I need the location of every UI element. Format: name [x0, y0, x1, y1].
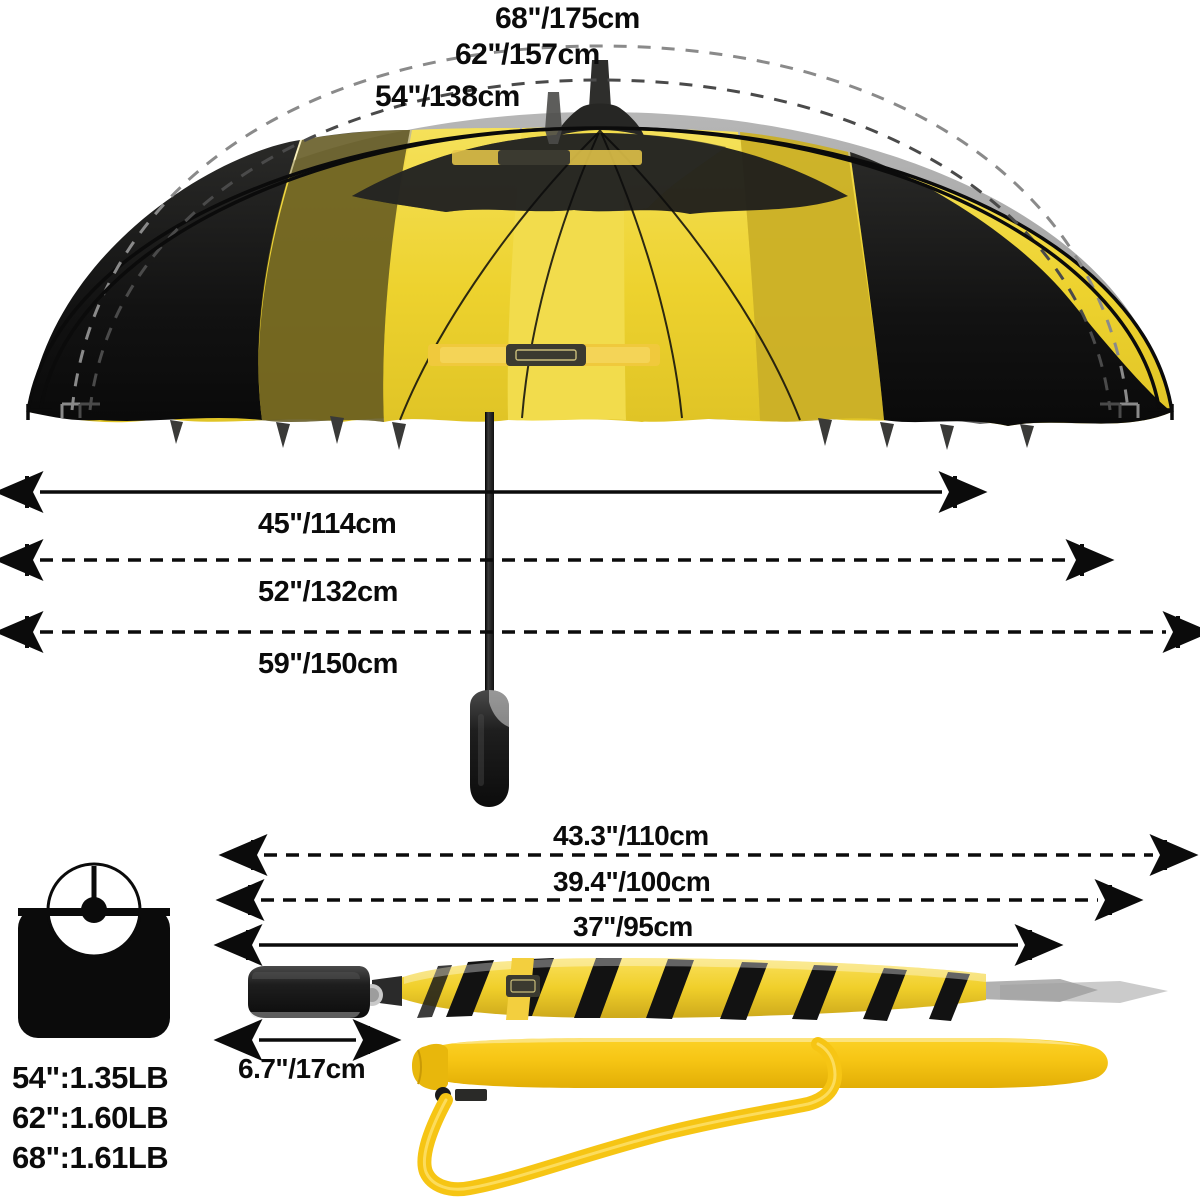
arc-dimension-54: [26, 126, 1174, 420]
arc-dimension-68: [60, 44, 1140, 418]
weight-list: 54":1.35LB 62":1.60LB 68":1.61LB: [12, 1058, 169, 1178]
closed-umbrella: [248, 958, 1168, 1021]
width-dimension-45: [0, 471, 988, 513]
arc-label-54: 54"/138cm: [375, 80, 520, 113]
weight-entry-68: 68":1.61LB: [12, 1140, 169, 1175]
width-label-59: 59"/150cm: [258, 648, 398, 680]
weight-entry-54: 54":1.35LB: [12, 1060, 169, 1095]
rib-tips: [170, 416, 1034, 450]
handle-label: 6.7"/17cm: [238, 1053, 366, 1084]
length-dimension-37: [213, 924, 1064, 966]
arc-label-62: 62"/157cm: [455, 38, 600, 71]
length-label-39: 39.4"/100cm: [553, 866, 711, 897]
canopy-strap-label-main: [428, 344, 660, 366]
arc-label-68: 68"/175cm: [495, 2, 640, 35]
length-label-37: 37"/95cm: [573, 911, 693, 942]
closed-umbrella-strap-label: [506, 958, 540, 1020]
weight-entry-62: 62":1.60LB: [12, 1100, 169, 1135]
arc-dimension-62: [78, 78, 1122, 418]
bathroom-scale-icon: [18, 862, 170, 1038]
width-label-52: 52"/132cm: [258, 576, 398, 608]
open-umbrella-canopy: [26, 60, 1174, 450]
width-label-45: 45"/114cm: [258, 508, 397, 540]
carry-sleeve: [412, 1037, 1108, 1197]
canopy-strap-label-top: [452, 150, 642, 165]
length-label-43: 43.3"/110cm: [553, 820, 709, 851]
width-dimension-59: [0, 611, 1200, 653]
width-dimension-52: [0, 539, 1115, 581]
length-dimension-39: [215, 879, 1144, 921]
length-dimension-43: [218, 834, 1199, 876]
handle-dimension: [213, 1019, 402, 1061]
